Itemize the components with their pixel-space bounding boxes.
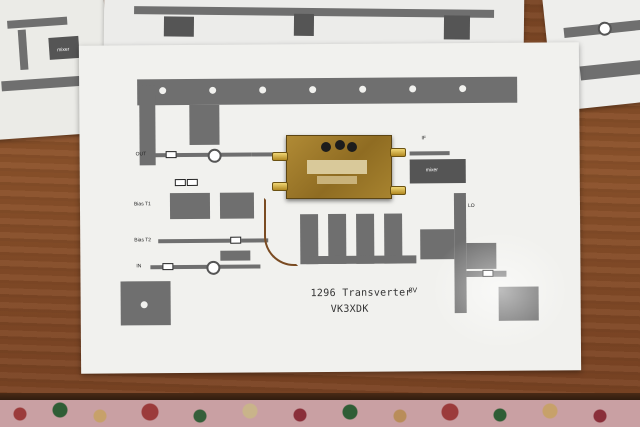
if-label: IF [421, 135, 426, 142]
sma-connector-1 [272, 152, 288, 161]
table-edge [0, 393, 640, 401]
ground-pad-right [498, 286, 539, 321]
floral-carpet [0, 400, 640, 427]
layout-callsign: VK3XDK [330, 303, 369, 315]
mixer-label-bg: mixer [57, 46, 70, 54]
layout-title: 1296 Transverter [310, 287, 412, 300]
transverter-board [286, 135, 392, 199]
mixer-label: mixer [425, 167, 438, 174]
out-label: OUT [135, 151, 147, 158]
sma-connector-3 [390, 148, 406, 157]
lo-label: LO [467, 202, 475, 210]
bias-t2-label: Bias T2 [134, 237, 152, 244]
in-label: IN [136, 263, 142, 270]
main-layout-printout: OUT Bias T1 Bias T2 IN mixer IF [78, 42, 582, 374]
bias-t1-label: Bias T1 [133, 201, 151, 208]
sma-connector-4 [390, 186, 406, 195]
sma-connector-2 [272, 182, 288, 191]
